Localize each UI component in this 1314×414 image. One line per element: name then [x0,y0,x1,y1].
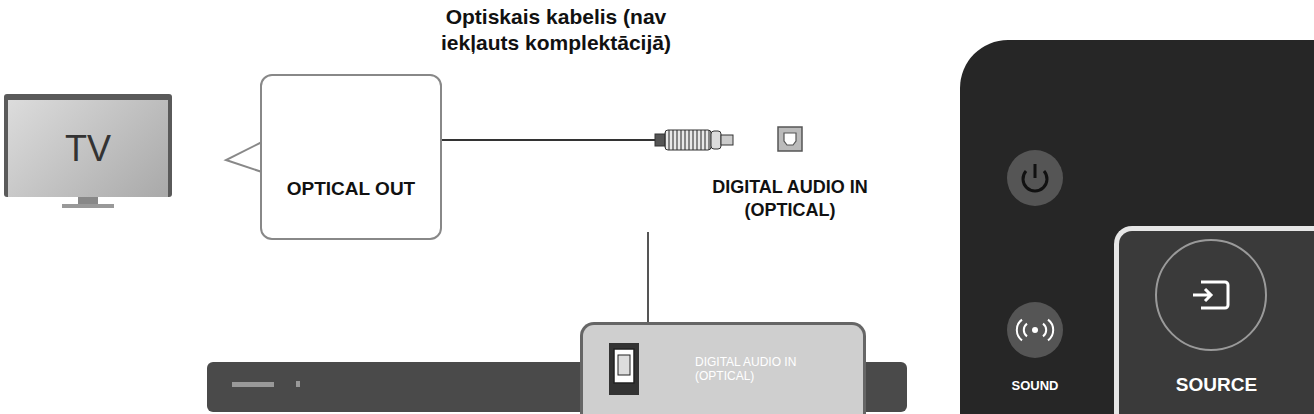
node-text: OPTICAL OUT [266,178,436,200]
cable-plug [655,130,733,150]
optical-port [778,127,802,151]
soundbar-detail [232,382,274,387]
node-text: SOUND [994,379,1076,394]
port-label: DIGITAL AUDIO IN (OPTICAL) [680,176,900,221]
leader-line [647,232,649,322]
source-button-highlight: SOURCE [1114,226,1314,414]
tv-stand-base [62,204,114,208]
callout-box: OPTICAL OUT [260,74,442,240]
tv-screen-inner: TV [8,100,168,197]
cable-label: Optiskais kabelis (nav iekļauts komplekt… [440,4,672,57]
node-text: TV [8,128,168,169]
sound-button: SOUND [990,296,1080,400]
node-text: DIGITAL AUDIO IN (OPTICAL) [695,356,843,384]
optical-port [605,339,645,399]
remote-body [960,40,1314,414]
tv-screen: TV [4,94,172,197]
port-panel: DIGITAL AUDIO IN (OPTICAL) [580,322,866,414]
soundbar-detail [296,381,300,387]
power-button [1007,150,1063,206]
callout-pointer [226,142,262,172]
tv-stand [78,196,98,204]
node-text: SOURCE [1123,374,1310,396]
